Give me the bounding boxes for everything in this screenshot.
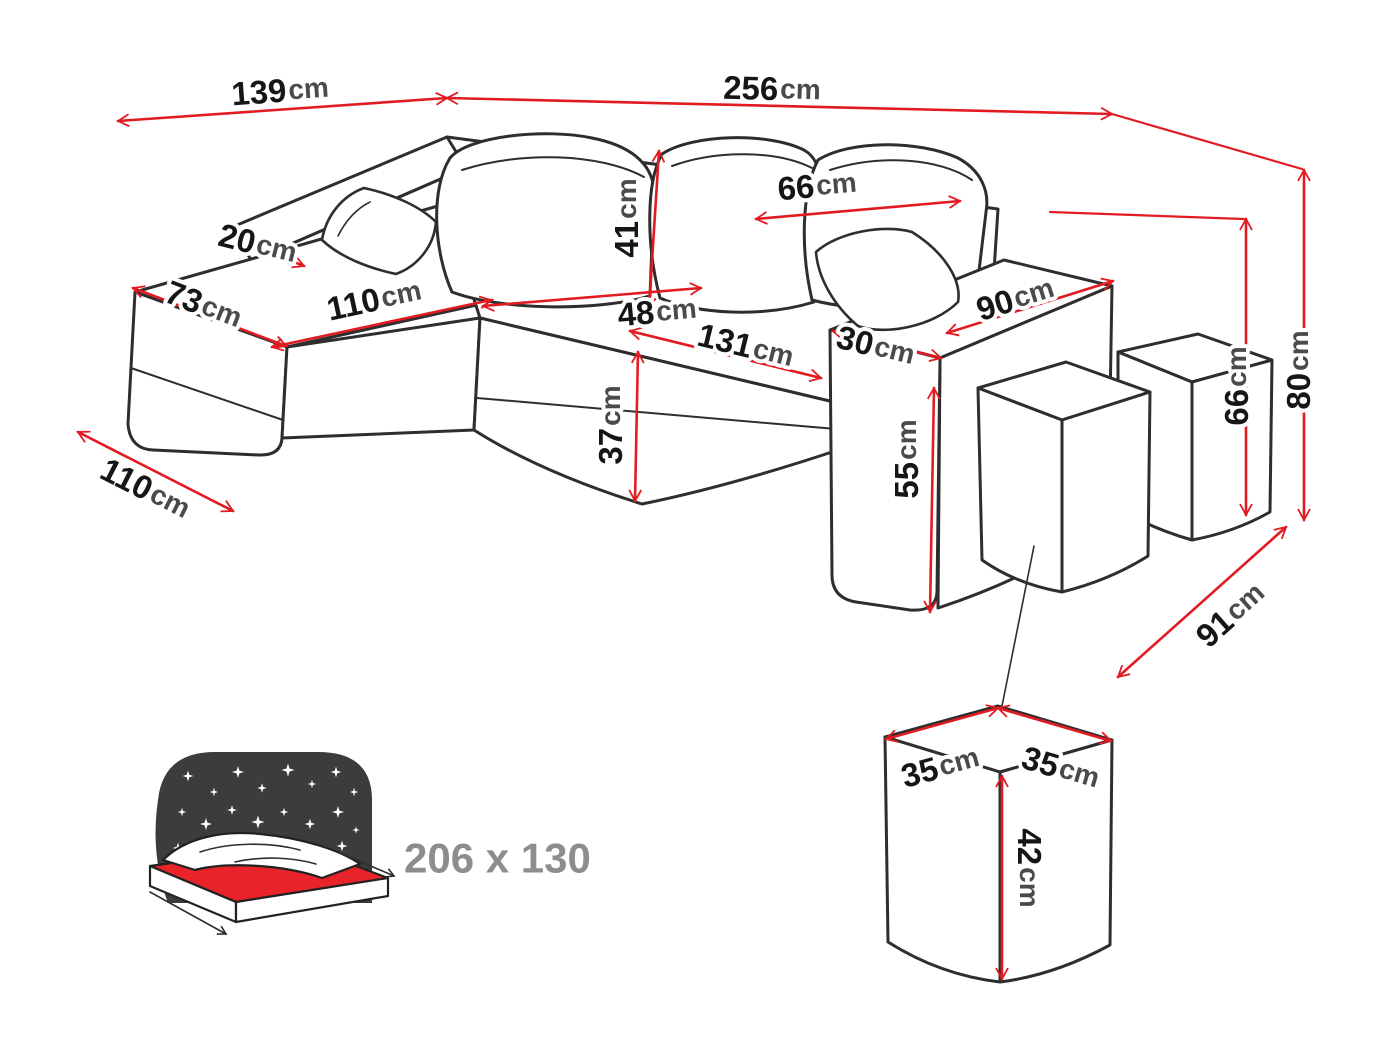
pouf: [883, 704, 1114, 984]
fold-out-mattress: [148, 831, 390, 924]
dim-label-armrest-height: 55cm: [888, 419, 925, 498]
dim-label-back-cushion-height: 41cm: [608, 178, 645, 257]
dim-label-chaise-base-length: 110cm: [95, 450, 197, 526]
sofa-bed-sleeping-function-icon: [148, 752, 396, 935]
dim-line-backrest-top-20: [234, 235, 306, 269]
unfold-arrow-left: [149, 891, 228, 935]
dim-label-chaise-depth: 139cm: [230, 68, 330, 112]
dim-line-pouf-width-35: [884, 704, 1000, 743]
dimension-lines: [76, 91, 1311, 981]
main-front-panel: [472, 316, 840, 506]
dim-line-chaise-seat-110: [270, 295, 493, 352]
mattress-side-right: [234, 876, 390, 924]
dim-label-sofa-width: 256cm: [723, 68, 821, 107]
dim-line-seat-height-37: [628, 350, 645, 503]
dim-conn-total-height: [1110, 112, 1304, 171]
dim-label-pouf-height: 42cm: [1012, 828, 1049, 907]
dim-line-chaise-depth-139: [116, 91, 449, 128]
small-pillow-left: [320, 186, 438, 276]
dim-line-armrest-width-30: [831, 326, 943, 363]
dim-line-armrest-height-55: [923, 386, 941, 614]
dim-line-chaise-end-73: [131, 285, 288, 349]
dim-label-side-depth: 91cm: [1188, 574, 1272, 654]
dim-line-corner-seat-48: [481, 282, 703, 312]
dim-line-seat-width-131: [628, 326, 823, 383]
dim-line-armrest-depth-90: [945, 277, 1115, 337]
dim-label-total-height: 80cm: [1280, 330, 1317, 409]
dim-line-back-cushion-width-66: [754, 195, 962, 225]
dim-line-side-depth-91: [1116, 525, 1288, 679]
unfold-arrow-right: [337, 851, 396, 878]
dim-label-seat-height: 37cm: [592, 385, 629, 464]
sleeping-area-size-label: 206 x 130: [404, 835, 591, 882]
dim-label-corner-seat-depth: 48cm: [616, 289, 698, 333]
stool-front: [976, 360, 1152, 594]
dim-line-chaise-base-110: [76, 430, 235, 513]
dim-line-pouf-depth-35: [996, 704, 1113, 745]
pouf-right-face: [998, 738, 1114, 984]
back-cushion-left: [435, 132, 656, 309]
duvet: [161, 831, 362, 880]
dim-conn-backrest-height: [1048, 210, 1246, 221]
dim-label-backrest-height: 66cm: [1218, 346, 1255, 425]
dim-line-sofa-width-256: [445, 91, 1114, 121]
sofa-drawing: [126, 132, 1274, 612]
pouf-leader-line: [997, 545, 1035, 727]
